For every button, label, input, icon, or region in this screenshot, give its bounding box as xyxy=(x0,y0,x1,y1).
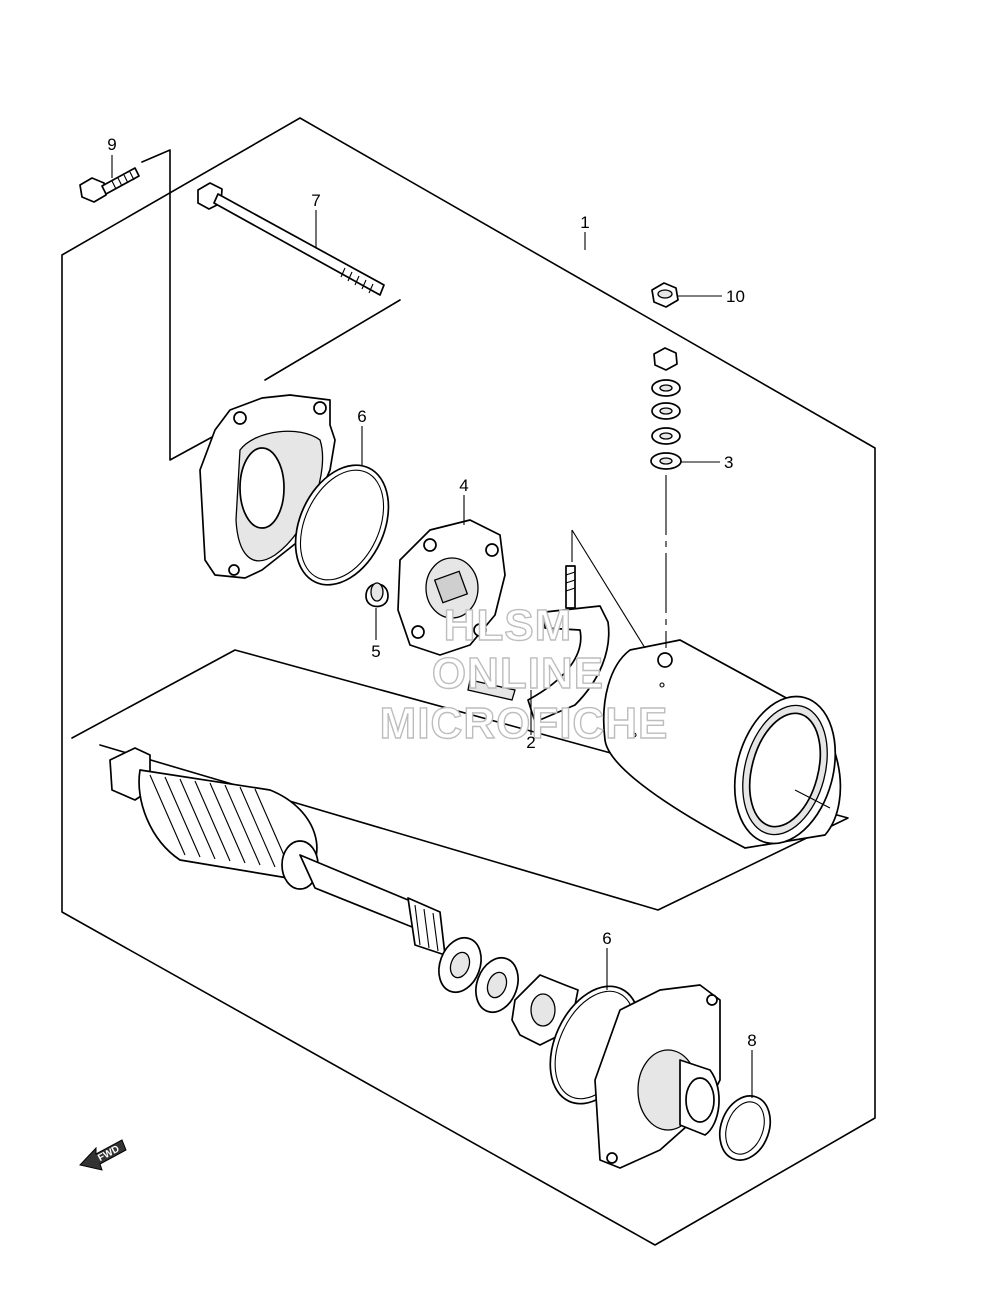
callout-1: 1 xyxy=(580,213,589,232)
assembly-boundary xyxy=(61,117,876,1246)
fwd-arrow-icon: FWD xyxy=(79,1139,127,1171)
callout-9: 9 xyxy=(107,135,116,154)
o-ring-6-upper xyxy=(294,464,390,586)
brush-set-2 xyxy=(467,565,610,723)
fwd-label: FWD xyxy=(96,1144,121,1164)
watermark-line-2: ONLINE xyxy=(432,649,604,698)
thrust-washers xyxy=(438,936,519,1014)
callout-6-lower: 6 xyxy=(602,929,611,948)
leader-frame-upper xyxy=(141,149,401,461)
nut-10 xyxy=(651,282,679,308)
watermark-line-3: MICROFICHE xyxy=(380,699,669,748)
assembly-center-lines xyxy=(571,475,831,809)
leader-frame-lower xyxy=(71,649,849,911)
end-cover-housing xyxy=(199,394,336,579)
callout-8: 8 xyxy=(747,1031,756,1050)
flange-bolt-9 xyxy=(79,167,140,203)
callout-10: 10 xyxy=(726,287,745,306)
callout-4: 4 xyxy=(459,476,468,495)
armature xyxy=(109,747,446,956)
through-bolt-7 xyxy=(197,182,385,296)
callout-7: 7 xyxy=(311,191,320,210)
washer-stack-3 xyxy=(650,347,682,470)
bearing-5 xyxy=(365,582,389,608)
front-housing xyxy=(594,984,721,1169)
callout-3: 3 xyxy=(724,453,733,472)
callout-6-upper: 6 xyxy=(357,407,366,426)
watermark-line-1: HLSM xyxy=(444,601,573,650)
leader-lines xyxy=(111,155,753,1098)
callout-2: 2 xyxy=(526,733,535,752)
seal-ring-8 xyxy=(718,1095,772,1161)
callout-5: 5 xyxy=(371,642,380,661)
watermark: HLSM ONLINE MICROFICHE xyxy=(379,600,669,748)
brush-holder-4 xyxy=(397,519,506,656)
yoke-housing xyxy=(602,639,842,849)
callout-labels: 9 7 1 10 3 6 4 5 2 6 8 xyxy=(107,135,756,1050)
